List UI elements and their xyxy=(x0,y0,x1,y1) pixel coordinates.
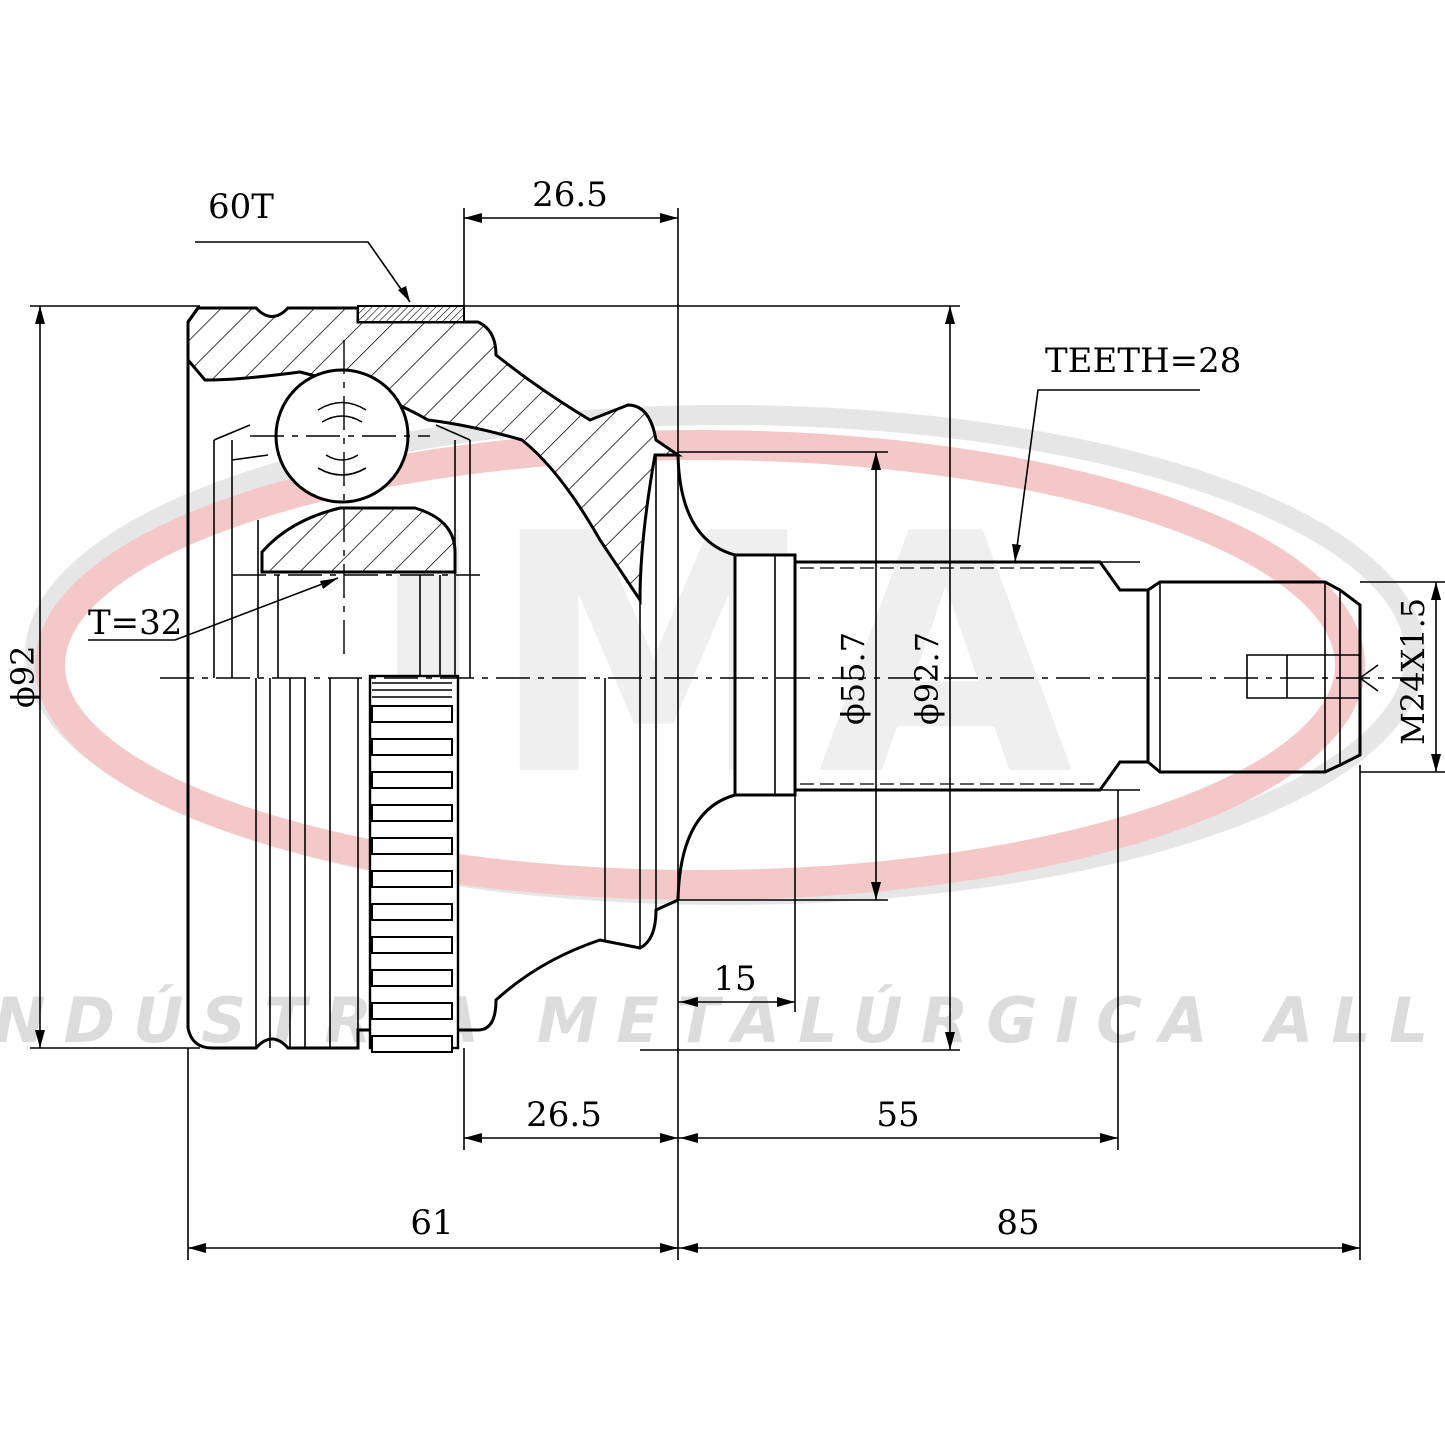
abs-tooth xyxy=(371,1002,453,1020)
watermark-company-name: INDÚSTRIA METALÚRGICA ALLI xyxy=(0,984,1445,1057)
abs-tone-ring xyxy=(368,674,460,1053)
abs-tooth xyxy=(371,870,453,888)
watermark: IMA INDÚSTRIA METALÚRGICA ALLI xyxy=(0,405,1445,1057)
abs-tooth xyxy=(371,903,453,921)
label-outer-teeth: 60T xyxy=(208,187,274,227)
dimension-lines xyxy=(35,213,1441,1253)
housing-corner xyxy=(186,307,200,323)
labels: 60T T=32 TEETH=28 M24X1.5 26.5 26.5 55 6… xyxy=(4,175,1432,1243)
abs-tooth xyxy=(371,738,453,756)
dim-top-width: 26.5 xyxy=(532,175,608,215)
dim-spline-length: 55 xyxy=(876,1095,919,1135)
dim-shaft-diameter: ϕ55.7 xyxy=(834,632,872,725)
dim-body-length: 61 xyxy=(410,1203,453,1243)
dim-bottom-width: 26.5 xyxy=(526,1095,602,1135)
dim-flange-diameter: ϕ92.7 xyxy=(908,632,946,725)
inner-race-hatched xyxy=(260,506,457,574)
stub-shaft xyxy=(676,454,1362,901)
dim-housing-diameter: ϕ92 xyxy=(4,645,42,708)
label-spline-teeth: TEETH=28 xyxy=(1045,341,1241,381)
abs-tooth xyxy=(371,771,453,789)
abs-tooth xyxy=(371,936,453,954)
abs-tooth xyxy=(371,1035,453,1053)
label-thread: M24X1.5 xyxy=(1394,598,1432,745)
leader-lines xyxy=(88,241,1200,641)
centerlines xyxy=(160,340,1420,679)
watermark-ring xyxy=(35,430,1365,900)
abs-tooth xyxy=(371,837,453,855)
extension-lines xyxy=(30,208,1445,1260)
dim-shoulder-length: 15 xyxy=(713,959,756,999)
outer-teeth-ring xyxy=(357,305,465,323)
abs-tooth xyxy=(371,969,453,987)
housing-outline xyxy=(186,305,683,1050)
abs-tooth xyxy=(371,705,453,723)
watermark-logo: IMA xyxy=(367,464,1076,848)
abs-tooth xyxy=(371,804,453,822)
dim-shaft-length: 85 xyxy=(996,1203,1039,1243)
label-inner-teeth: T=32 xyxy=(88,603,182,643)
